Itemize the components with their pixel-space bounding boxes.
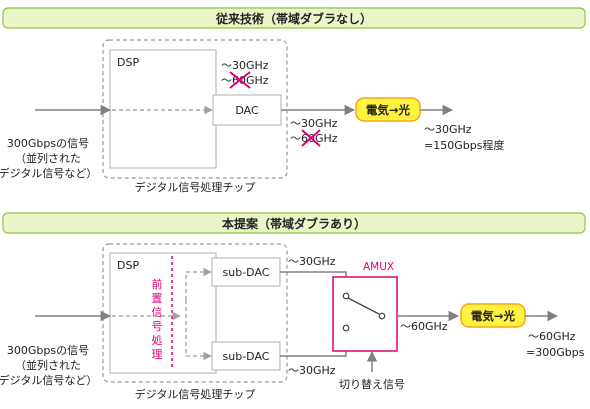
preprocess-char-1: 前	[152, 277, 163, 291]
bottom-freq-top: ～30GHz	[288, 255, 336, 268]
preprocess-label: 前 置 信 号 処 理	[152, 277, 163, 361]
sub-dac-bottom-label: sub-DAC	[223, 350, 270, 363]
amux-label: AMUX	[363, 261, 394, 273]
bottom-output-line-1: ～60GHz	[528, 330, 576, 343]
bottom-dsp-box	[109, 252, 217, 374]
top-freq-a: ～30GHz	[221, 59, 269, 72]
top-input-line-2: （並列された	[15, 151, 81, 165]
sub-dac-top-box	[211, 257, 281, 287]
top-freq-b-strike-mark	[301, 129, 321, 147]
preprocess-char-6: 理	[152, 348, 163, 361]
bottom-chip-label: デジタル信号処理チップ	[135, 387, 256, 401]
bottom-section: 本提案（帯域ダブラあり） DSP 前 置 信 号 処 理 sub-DAC sub…	[0, 212, 586, 401]
amux-box	[332, 276, 398, 352]
bottom-input-line-1: 300Gbpsの信号	[7, 344, 89, 357]
top-freq-b-struck: ～60GHz	[290, 132, 338, 145]
top-dsp-label: DSP	[117, 56, 139, 69]
top-output-line-2: =150Gbps程度	[424, 138, 504, 152]
preprocess-char-3: 信	[152, 306, 163, 319]
sub-dac-top-label: sub-DAC	[223, 266, 270, 279]
bottom-input-line-2: （並列された	[15, 358, 81, 372]
top-dac-label: DAC	[235, 104, 259, 117]
top-freq-a-strike-mark	[229, 71, 251, 89]
top-title: 従来技術（帯域ダブラなし）	[215, 11, 372, 26]
split-to-bottom-dac	[185, 300, 212, 361]
top-freq-a-struck: ～60GHz	[221, 74, 269, 87]
bottom-title-bar	[2, 212, 586, 234]
top-input-line-1: 300Gbpsの信号	[7, 137, 89, 150]
preprocess-char-2: 置	[152, 292, 163, 305]
amux-switch-icon	[342, 292, 386, 332]
top-output-line-1: ～30GHz	[424, 123, 472, 136]
bottom-dsp-label: DSP	[117, 259, 139, 272]
bottom-freq-mid: ～60GHz	[400, 320, 448, 333]
preprocess-char-5: 処	[152, 334, 163, 347]
bottom-freq-bottom: ～30GHz	[288, 364, 336, 377]
top-dac-box	[212, 94, 282, 126]
top-freq-b: ～30GHz	[290, 117, 338, 130]
sub-dac-bottom-box	[211, 341, 281, 371]
top-dsp-box	[109, 49, 217, 169]
top-input-line-3: デジタル信号など）	[0, 166, 97, 180]
split-to-top-dac	[185, 267, 212, 300]
bottom-converter-label: 電気→光	[471, 309, 516, 323]
top-converter-label: 電気→光	[366, 103, 411, 117]
bottom-input-line-3: デジタル信号など）	[0, 373, 97, 387]
top-chip-label: デジタル信号処理チップ	[135, 180, 256, 194]
preprocess-char-4: 号	[152, 320, 163, 333]
top-title-bar	[2, 7, 586, 29]
bottom-title: 本提案（帯域ダブラあり）	[222, 216, 366, 231]
top-section: 従来技術（帯域ダブラなし） DSP DAC 電気→光 ～30GHz ～60GHz…	[0, 7, 586, 194]
bottom-output-line-2: =300Gbps	[526, 346, 585, 359]
switch-signal-label: 切り替え信号	[339, 377, 405, 391]
